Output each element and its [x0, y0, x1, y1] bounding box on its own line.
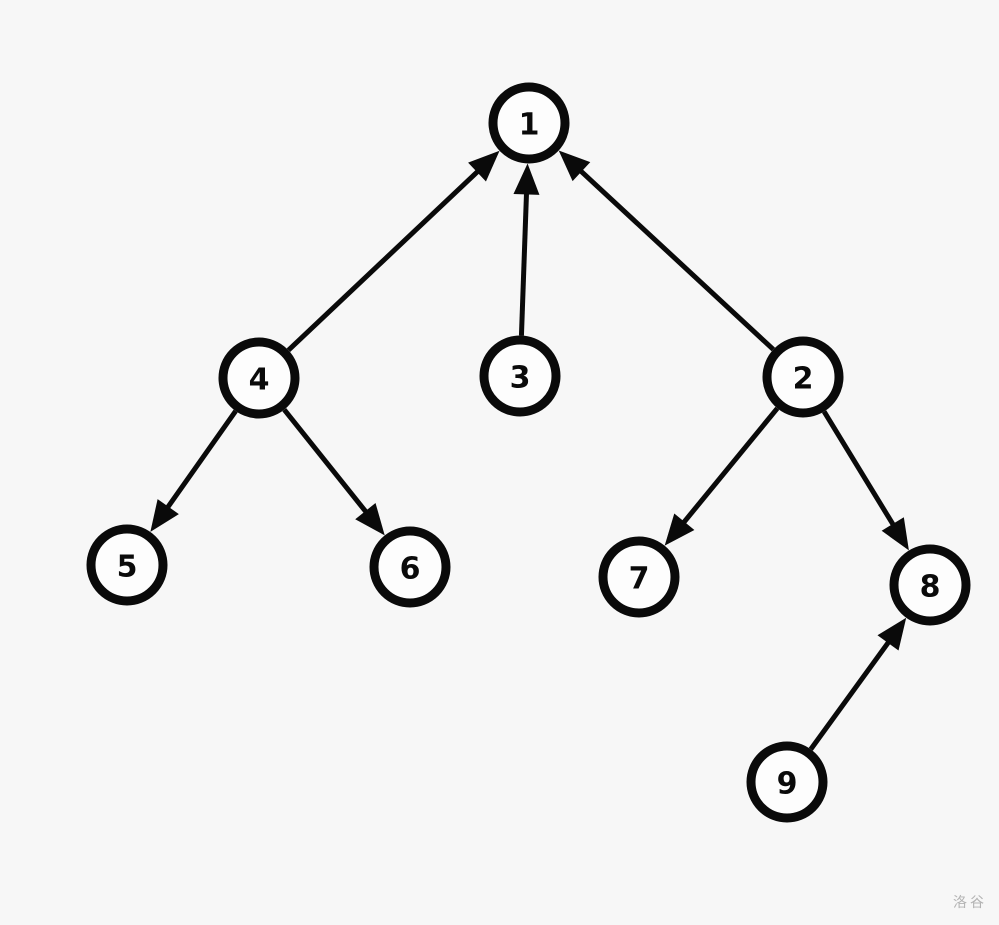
node-label: 2 [793, 362, 814, 397]
edge-2-to-8 [821, 410, 909, 551]
node-label: 6 [400, 552, 421, 587]
node-label: 8 [920, 570, 941, 605]
node-circle[interactable] [86, 524, 168, 606]
arrowhead-icon [150, 499, 179, 532]
node-circle[interactable] [369, 526, 451, 608]
node-label: 1 [519, 108, 540, 143]
graph-node-8[interactable]: 8 [889, 544, 971, 626]
edge-4-to-5 [150, 409, 238, 532]
node-circle[interactable] [598, 536, 680, 618]
arrowhead-icon [664, 513, 695, 546]
node-label: 9 [777, 767, 798, 802]
node-circle[interactable] [746, 741, 828, 823]
edge-9-to-8 [808, 617, 907, 751]
node-circle[interactable] [479, 335, 561, 417]
node-label: 7 [629, 562, 650, 597]
graph-node-3[interactable]: 3 [479, 335, 561, 417]
graph-node-7[interactable]: 7 [598, 536, 680, 618]
graph-node-1[interactable]: 1 [488, 82, 570, 164]
node-circle[interactable] [488, 82, 570, 164]
node-label: 4 [249, 363, 270, 398]
node-circle[interactable] [889, 544, 971, 626]
node-circle[interactable] [218, 337, 300, 419]
graph-node-4[interactable]: 4 [218, 337, 300, 419]
arrowhead-icon [355, 503, 385, 536]
arrowhead-icon [558, 150, 591, 182]
watermark-luogu: 洛谷 [953, 895, 987, 911]
edge-4-to-1 [286, 150, 500, 353]
arrowhead-icon [881, 517, 909, 551]
edge-2-to-7 [664, 406, 780, 546]
graph-node-5[interactable]: 5 [86, 524, 168, 606]
arrowhead-icon [513, 163, 540, 195]
edges-layer [150, 150, 909, 751]
edge-4-to-6 [282, 408, 385, 536]
arrowhead-icon [468, 150, 500, 182]
arrowhead-icon [877, 617, 907, 651]
edge-2-to-1 [558, 150, 775, 352]
graph-node-2[interactable]: 2 [762, 336, 844, 418]
edge-3-to-1 [513, 163, 540, 336]
node-label: 3 [510, 361, 531, 396]
graph-node-6[interactable]: 6 [369, 526, 451, 608]
nodes-layer: 1 2 3 4 5 6 7 8 9 [86, 82, 971, 823]
node-circle[interactable] [762, 336, 844, 418]
node-label: 5 [117, 550, 138, 585]
graph-node-9[interactable]: 9 [746, 741, 828, 823]
